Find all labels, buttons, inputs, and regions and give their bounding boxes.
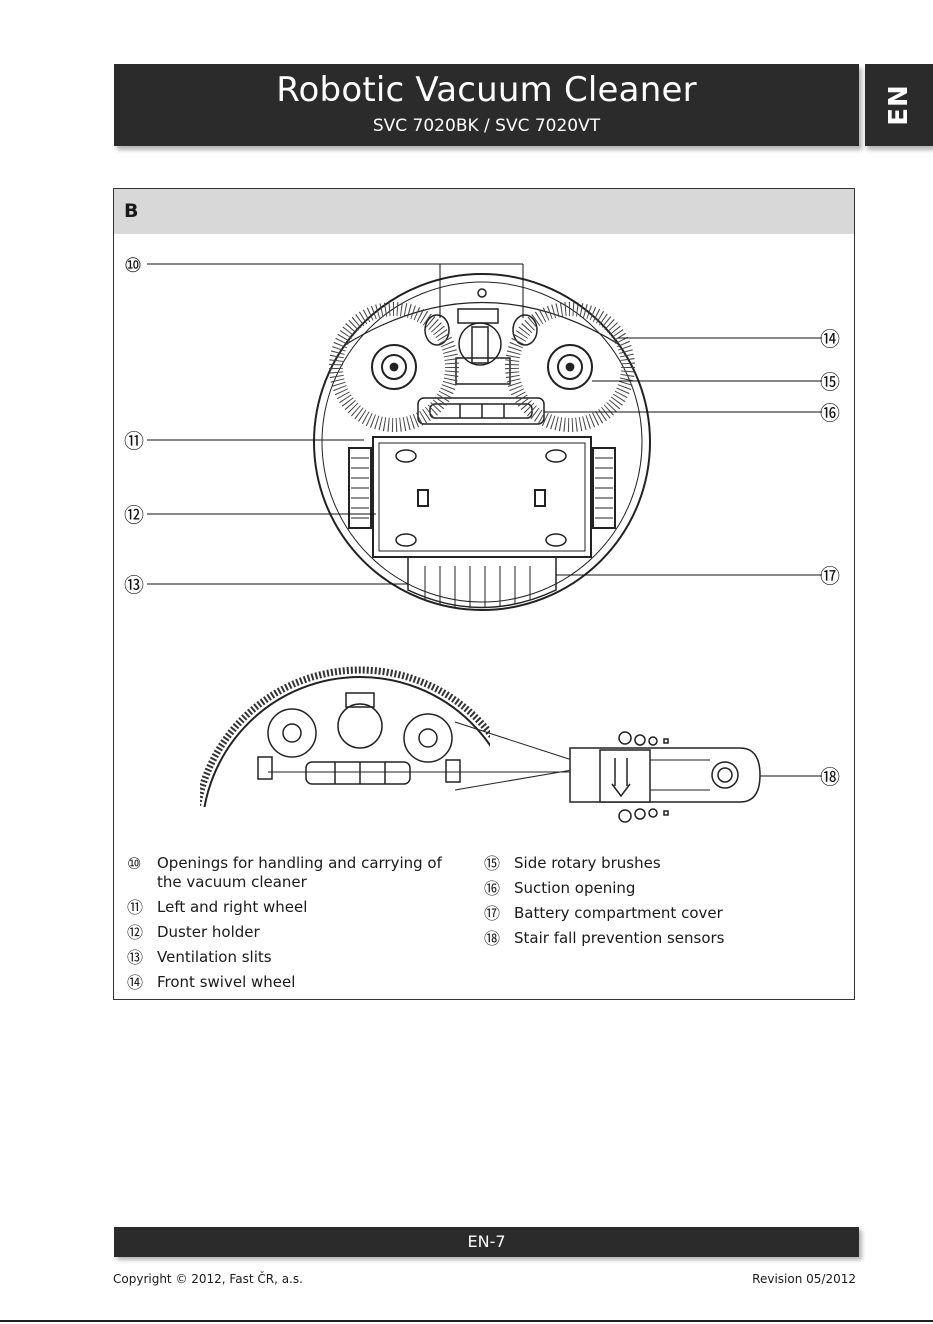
language-tab: EN [865, 64, 933, 146]
callout-18: ⑱ [820, 765, 840, 789]
legend-item: ⑰ Battery compartment cover [484, 904, 804, 923]
callout-12: ⑫ [124, 503, 144, 527]
page-number: EN-7 [467, 1232, 506, 1251]
bottom-rule [0, 1320, 933, 1322]
legend-label: Front swivel wheel [157, 973, 296, 991]
legend-item: ⑩ Openings for handling and carrying of … [127, 854, 447, 892]
legend-number: ⑮ [484, 854, 501, 873]
callout-10: ⑩ [124, 253, 142, 277]
callout-17: ⑰ [820, 564, 840, 588]
right-side-brush [505, 302, 635, 432]
legend-label: Suction opening [514, 879, 636, 897]
legend-number: ⑬ [127, 948, 144, 967]
legend-label: Duster holder [157, 923, 260, 941]
page-number-bar: EN-7 [114, 1227, 859, 1257]
legend-item: ⑫ Duster holder [127, 923, 447, 942]
legend-item: ⑮ Side rotary brushes [484, 854, 804, 873]
leader-lines [147, 263, 822, 777]
legend-number: ⑰ [484, 904, 501, 923]
callout-15: ⑮ [820, 370, 840, 394]
section-header: B [114, 189, 854, 234]
legend-item: ⑪ Left and right wheel [127, 898, 447, 917]
callout-14: ⑭ [820, 327, 840, 351]
legend-number: ⑪ [127, 898, 144, 917]
legend-number: ⑭ [127, 973, 144, 992]
robot-lower-view [200, 666, 490, 807]
legend-number: ⑯ [484, 879, 501, 898]
left-side-brush [329, 302, 459, 432]
legend-item: ⑭ Front swivel wheel [127, 973, 447, 992]
document-title: Robotic Vacuum Cleaner [276, 70, 697, 110]
robot-upper-view [313, 273, 651, 611]
legend-item: ⑯ Suction opening [484, 879, 804, 898]
callout-13: ⑬ [124, 573, 144, 597]
section-letter: B [124, 200, 139, 222]
model-subtitle: SVC 7020BK / SVC 7020VT [372, 116, 601, 136]
legend-number: ⑱ [484, 929, 501, 948]
legend-label: Side rotary brushes [514, 854, 661, 872]
legend-label: Ventilation slits [157, 948, 272, 966]
callout-16: ⑯ [820, 401, 840, 425]
legend-number: ⑫ [127, 923, 144, 942]
header-bar: Robotic Vacuum Cleaner SVC 7020BK / SVC … [114, 64, 859, 146]
copyright-notice: Copyright © 2012, Fast ČR, a.s. [113, 1272, 303, 1286]
legend-number: ⑩ [127, 854, 142, 873]
legend-label: Stair fall prevention sensors [514, 929, 725, 947]
legend-item: ⑬ Ventilation slits [127, 948, 447, 967]
legend-label: Openings for handling and carrying of th… [157, 854, 442, 891]
legend-label: Battery compartment cover [514, 904, 723, 922]
callout-11: ⑪ [124, 429, 144, 453]
section-b-box: B [113, 188, 855, 1000]
legend-item: ⑱ Stair fall prevention sensors [484, 929, 804, 948]
revision-label: Revision 05/2012 [752, 1272, 856, 1286]
stair-sensor-detail [268, 721, 761, 823]
legend-label: Left and right wheel [157, 898, 308, 916]
